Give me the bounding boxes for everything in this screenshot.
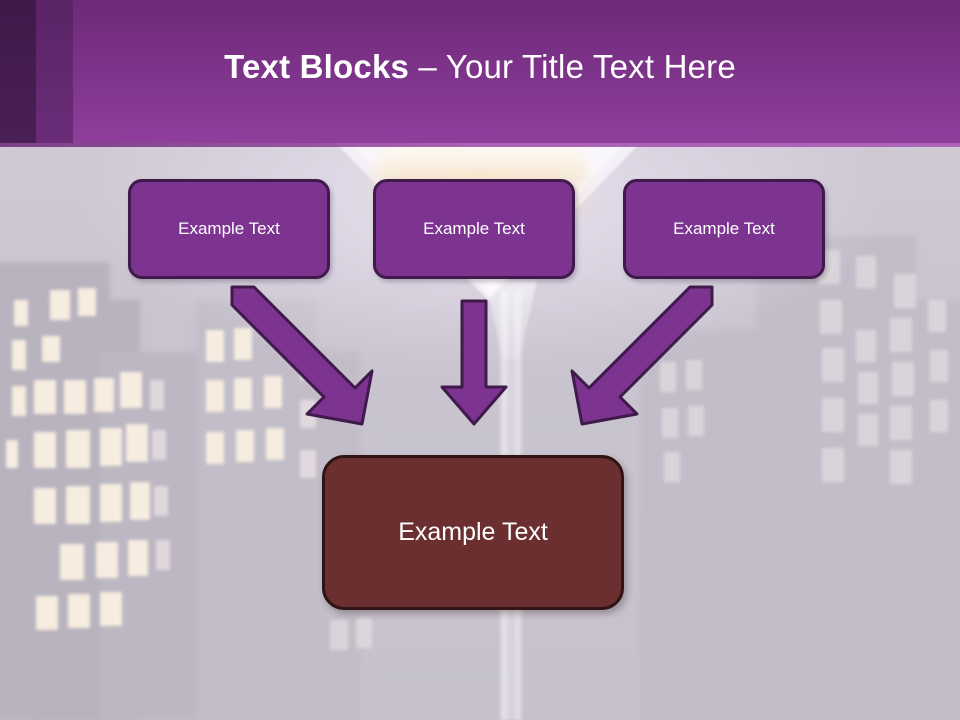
slide-header-band — [0, 0, 960, 143]
window-light — [36, 596, 58, 630]
window-light — [330, 620, 348, 650]
text-box-2[interactable]: Example Text — [373, 179, 575, 279]
window-light — [68, 594, 90, 628]
window-light — [100, 592, 122, 626]
slide-title-separator: – — [409, 48, 446, 85]
window-light — [128, 540, 148, 576]
window-light — [66, 486, 90, 524]
window-light — [34, 432, 56, 468]
window-light — [664, 452, 680, 482]
text-box-1[interactable]: Example Text — [128, 179, 330, 279]
window-light — [356, 618, 372, 648]
text-box-3[interactable]: Example Text — [623, 179, 825, 279]
window-light — [130, 482, 150, 520]
window-light — [822, 448, 844, 482]
window-light — [300, 450, 316, 478]
window-light — [206, 432, 224, 464]
window-light — [96, 542, 118, 578]
text-box-2-label: Example Text — [423, 219, 525, 238]
slide-title-light: Your Title Text Here — [445, 48, 736, 85]
window-light — [6, 440, 18, 468]
window-light — [156, 540, 170, 570]
window-light — [154, 486, 168, 516]
header-accent-stripe-dark — [0, 0, 36, 143]
slide-title-strong: Text Blocks — [224, 48, 410, 85]
text-box-1-label: Example Text — [178, 219, 280, 238]
slide-title: Text Blocks – Your Title Text Here — [0, 48, 960, 86]
window-light — [100, 484, 122, 522]
text-box-result-label: Example Text — [398, 518, 548, 546]
window-light — [60, 544, 84, 580]
text-box-result[interactable]: Example Text — [322, 455, 624, 610]
window-light — [890, 450, 912, 484]
header-accent-stripe-mid — [36, 0, 73, 143]
header-underline — [0, 143, 960, 147]
text-box-3-label: Example Text — [673, 219, 775, 238]
window-light — [34, 488, 56, 524]
